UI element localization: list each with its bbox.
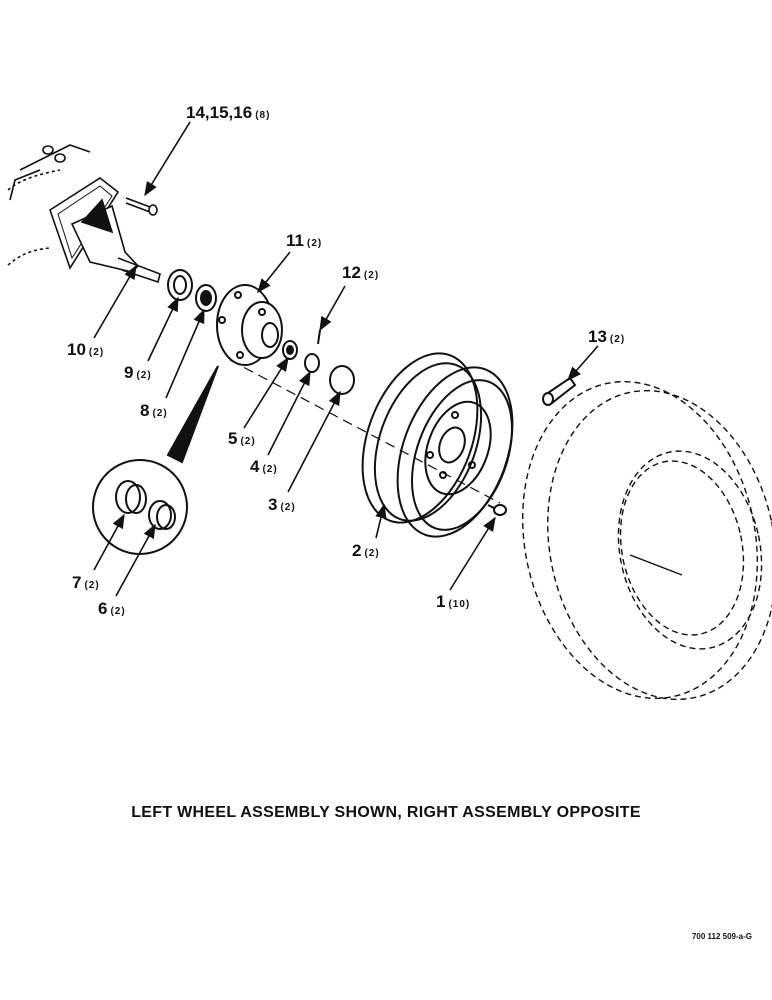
label-7: 7(2) [72, 573, 100, 592]
cap-3 [329, 365, 355, 395]
part-number: 700 112 509-a-G [691, 932, 752, 941]
label-13: 13(2) [588, 327, 625, 346]
spindle-frame [7, 144, 161, 284]
label-12: 12(2) [342, 263, 379, 282]
leader-lines [93, 121, 599, 597]
valve-stem-13 [542, 376, 577, 406]
bolt-14 [125, 197, 158, 216]
label-9: 9(2) [124, 363, 152, 382]
pin-12 [317, 329, 321, 345]
label-5: 5(2) [228, 429, 256, 448]
wheel-bolt-1 [487, 504, 507, 516]
bearing-5 [282, 340, 298, 360]
nut-4 [304, 353, 320, 373]
label-10: 10(2) [67, 340, 104, 359]
bearing-9 [167, 269, 193, 301]
label-6: 6(2) [98, 599, 126, 618]
label-11: 11(2) [286, 231, 322, 250]
label-8: 8(2) [140, 401, 168, 420]
tire [521, 380, 772, 701]
label-1: 1(10) [436, 592, 470, 611]
bearing-8 [195, 284, 217, 312]
centerline [229, 359, 501, 504]
hub-11 [216, 284, 283, 366]
label-14-15-16: 14,15,16(8) [186, 103, 270, 122]
label-2: 2(2) [352, 541, 380, 560]
label-3: 3(2) [268, 495, 296, 514]
label-4: 4(2) [250, 457, 278, 476]
rim-2 [361, 352, 514, 538]
detail-inset [92, 365, 219, 555]
caption: LEFT WHEEL ASSEMBLY SHOWN, RIGHT ASSEMBL… [131, 804, 641, 821]
